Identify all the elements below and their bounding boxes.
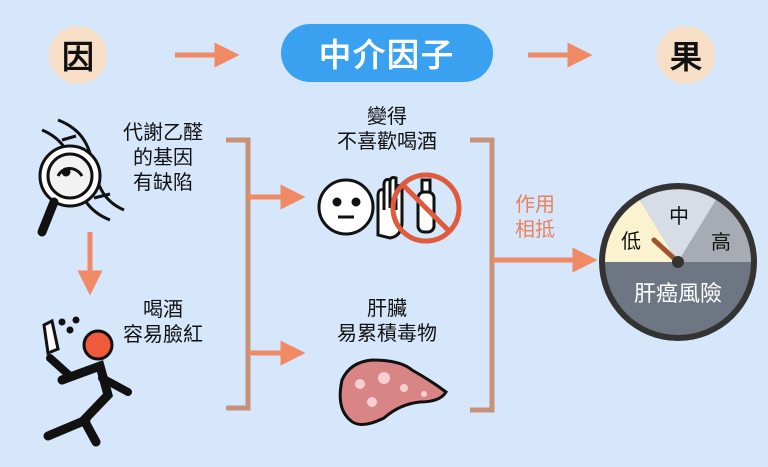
gene-defect-text: 代謝乙醛 的基因 有缺陷 [123, 120, 203, 194]
dna-magnifier-icon [37, 118, 125, 237]
gauge-low-label: 低 [621, 229, 641, 253]
flushed-drinker-icon [42, 316, 132, 447]
damaged-liver-icon [338, 358, 448, 426]
mediator-pill: 中介因子 [281, 24, 493, 82]
cause-circle: 因 [49, 26, 107, 84]
no-alcohol-icon [390, 172, 462, 244]
mediator-label: 中介因子 [318, 36, 455, 74]
left-bracket [226, 137, 251, 411]
neutral-face-icon [317, 178, 375, 236]
gauge-high-label: 高 [711, 230, 731, 254]
effect-circle: 果 [657, 26, 715, 84]
cause-label: 因 [61, 38, 94, 76]
dislike-drinking-text: 變得 不喜歡喝酒 [337, 104, 437, 153]
liver-toxin-text: 肝臟 易累積毒物 [337, 296, 437, 345]
right-bracket [470, 137, 495, 413]
flush-text: 喝酒 容易臉紅 [123, 297, 203, 346]
gauge-title: 肝癌風險 [633, 282, 722, 307]
gauge-mid-label: 中 [669, 204, 689, 228]
offset-effect-text: 作用 相抵 [515, 192, 555, 241]
liver-cancer-risk-gauge [599, 183, 757, 341]
effect-label: 果 [669, 38, 702, 76]
